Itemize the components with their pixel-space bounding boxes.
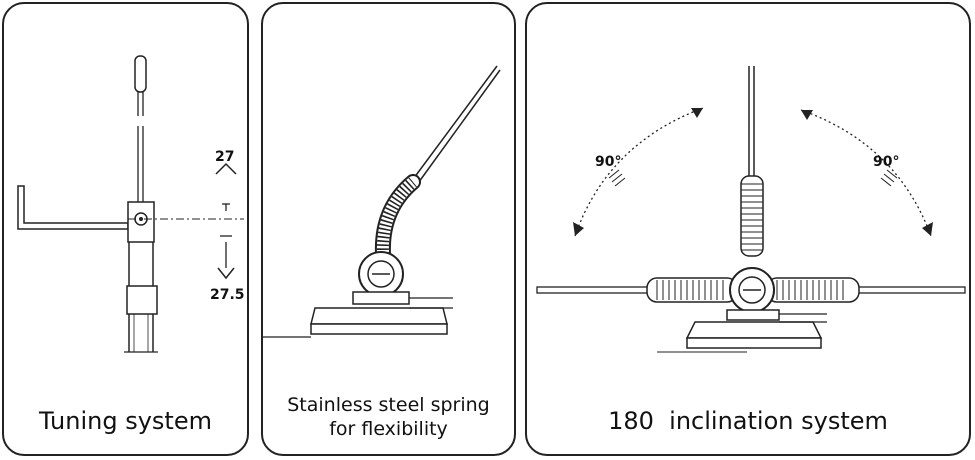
caption-stainless-spring: Stainless steel spring for flexibility xyxy=(263,393,514,441)
inclination-diagram: 90° 90° xyxy=(536,66,966,353)
down-arrow-shape xyxy=(217,267,235,280)
panel-stainless-spring: Stainless steel spring for flexibility xyxy=(261,2,516,456)
upper-value-label: 27 xyxy=(215,149,234,165)
panel-inclination-system: 90° 90° 180 inclination system xyxy=(525,2,971,456)
caption-tuning-system: Tuning system xyxy=(39,407,212,435)
lower-value-label: 27.5 xyxy=(210,287,245,303)
allen-key-shape xyxy=(17,185,129,230)
panel-tuning-system: 27 27.5 Tuning system xyxy=(2,2,249,456)
left-angle-label: 90° xyxy=(595,154,621,170)
base-shape xyxy=(685,321,823,339)
left-arc-shape xyxy=(574,107,704,237)
right-angle-label: 90° xyxy=(873,154,899,170)
antenna-tip-shape xyxy=(134,55,147,93)
up-arrow-shape xyxy=(215,162,237,175)
spring-diagram xyxy=(263,65,501,338)
spring-coil-shape xyxy=(374,174,421,262)
base-shape xyxy=(310,307,448,325)
right-arc-shape xyxy=(800,109,932,237)
tuning-diagram: 27 27.5 xyxy=(17,55,245,353)
caption-inclination-system: 180 inclination system xyxy=(608,407,888,435)
caption-line-1: Stainless steel spring xyxy=(287,394,490,416)
caption-line-2: for flexibility xyxy=(329,418,448,440)
